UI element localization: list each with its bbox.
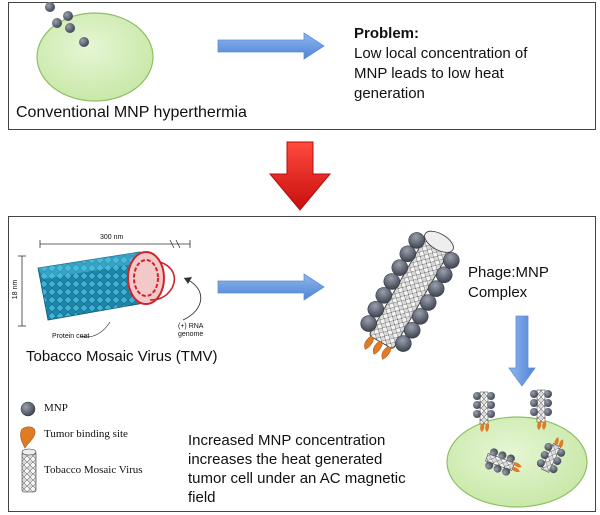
mnp-sphere-icon: [20, 401, 36, 417]
tmv-rna-label-2: genome: [178, 331, 204, 338]
mnp-particle: [45, 2, 55, 12]
tumor-cell-targeted: [446, 416, 588, 508]
arrow-down-red-icon: [268, 141, 332, 211]
result-line-2: increases the heat generated: [188, 451, 383, 468]
tmv-width-label: 18 nm: [12, 279, 20, 300]
binding-site-icon: [20, 426, 36, 449]
mnp-particle: [63, 11, 73, 21]
complex-label-2: Complex: [468, 284, 528, 301]
bound-complex: [536, 437, 566, 474]
tumor-cell-conventional: [36, 12, 154, 102]
mnp-particle: [52, 18, 62, 28]
arrow-down-icon: [508, 315, 536, 387]
tmv-illustration: [18, 239, 202, 338]
complex-label-1: Phage:MNP: [468, 264, 549, 281]
problem-line-2: MNP leads to low heat: [354, 65, 504, 82]
phage-mnp-complex: [360, 230, 460, 360]
tmv-rna-label-1: (+) RNA: [178, 323, 204, 330]
problem-heading: Problem:: [354, 25, 420, 42]
mnp-particle: [65, 23, 75, 33]
tmv-caption: Tobacco Mosaic Virus (TMV): [26, 348, 218, 365]
tmv-protein-label: Protein coat: [52, 333, 90, 340]
legend-label-tmv: Tobacco Mosaic Virus: [44, 464, 143, 476]
problem-line-1: Low local concentration of: [354, 45, 528, 62]
problem-line-3: generation: [354, 85, 425, 102]
bound-complex: [530, 389, 552, 430]
result-line-1: Increased MNP concentration: [188, 432, 386, 449]
legend-label-binding-site: Tumor binding site: [44, 428, 128, 440]
result-line-4: field: [188, 489, 216, 506]
tmv-rod-icon: [21, 448, 37, 493]
bound-complex: [473, 391, 495, 432]
legend-label-mnp: MNP: [44, 402, 68, 414]
arrow-right-icon: [217, 32, 325, 60]
arrow-right-icon: [217, 273, 325, 301]
mnp-particle: [79, 37, 89, 47]
conventional-caption: Conventional MNP hyperthermia: [16, 104, 247, 121]
bound-complex: [485, 448, 522, 476]
result-line-3: tumor cell under an AC magnetic: [188, 470, 406, 487]
tmv-length-label: 300 nm: [100, 234, 124, 241]
